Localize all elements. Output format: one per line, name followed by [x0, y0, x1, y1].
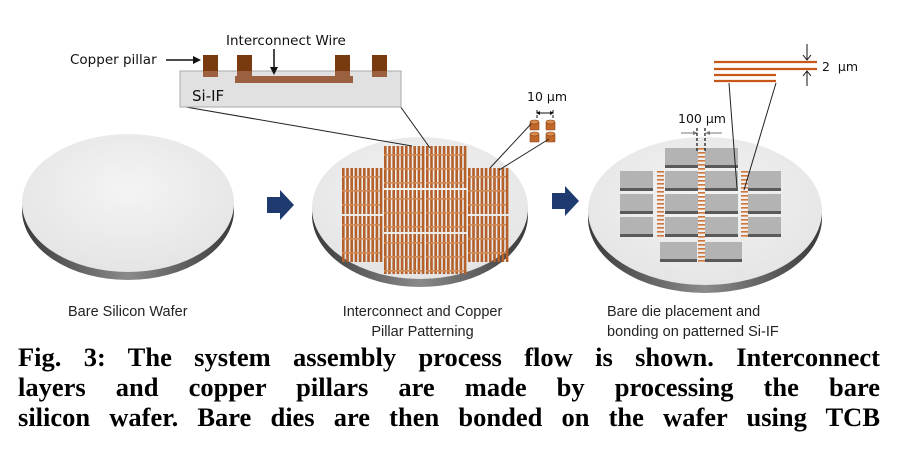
interconnect-strip [657, 171, 664, 237]
bare-die [620, 217, 653, 237]
wire-pitch-detail: 2 µm [714, 44, 858, 191]
stage-label-line: Interconnect and Copper [342, 304, 503, 320]
interconnect-wire-label: Interconnect Wire [226, 33, 346, 49]
interconnect-wire [235, 76, 353, 83]
stage-label-line: Bare die placement and [607, 304, 761, 320]
bare-die [665, 148, 698, 168]
si-if-label: Si-IF [192, 87, 224, 105]
wire-pitch-label: 2 µm [822, 59, 858, 74]
caption-line: layers and copper pillars are made by pr… [18, 372, 880, 402]
stage-label-line: Bare Silicon Wafer [68, 304, 188, 320]
pillar-detail: 10 µm [489, 89, 567, 171]
patterned-wafer [312, 137, 528, 287]
bare-die [620, 194, 653, 214]
bare-die [748, 171, 781, 191]
pillar-block [342, 216, 383, 262]
bare-die [665, 217, 698, 237]
callout-line [399, 105, 431, 149]
flow-arrow-icon [267, 190, 294, 220]
process-flow-diagram: Si-IF Copper pillar Interconnect Wire 10… [22, 33, 858, 293]
stage-label-bare-wafer: Bare Silicon Wafer [68, 302, 188, 322]
bare-die [660, 242, 697, 262]
pillar-block [384, 190, 425, 232]
bonded-wafer [588, 137, 822, 293]
pillar-block [426, 234, 467, 274]
callout-line [179, 105, 413, 147]
stage-label-patterning: Interconnect and Copper Pillar Patternin… [330, 302, 515, 342]
die-gap-label: 100 µm [678, 111, 726, 126]
caption-line: silicon wafer. Bare dies are then bonded… [18, 402, 880, 432]
caption-line: Fig. 3: The system assembly process flow… [18, 342, 880, 372]
bare-die [705, 242, 742, 262]
pillar-block [384, 146, 425, 188]
arrowhead-icon [193, 56, 201, 64]
bare-wafer [22, 134, 234, 280]
pillar-block [342, 168, 383, 214]
pillar-block [426, 146, 467, 188]
pillar-block [426, 190, 467, 232]
si-if-cross-section: Si-IF [179, 55, 402, 108]
interconnect-strip [698, 148, 705, 262]
bare-die [705, 171, 738, 191]
pillar-array [342, 146, 509, 274]
bare-die [620, 171, 653, 191]
pillar-block [468, 168, 509, 214]
die-gap-detail: 100 µm [678, 111, 726, 152]
bare-die [705, 148, 738, 168]
bare-die [665, 171, 698, 191]
bare-die [748, 194, 781, 214]
pillar-pitch-label: 10 µm [527, 89, 567, 104]
pillar-block [384, 234, 425, 274]
flow-arrow-icon [552, 186, 579, 216]
bare-die [748, 217, 781, 237]
pillar-block [468, 216, 509, 262]
arrowhead-icon [270, 67, 278, 75]
bare-die [705, 217, 738, 237]
stage-label-line: bonding on patterned Si-IF [607, 324, 779, 340]
stage-label-line: Pillar Patterning [371, 324, 474, 340]
die-array [620, 148, 781, 262]
bare-die [665, 194, 698, 214]
stage-label-die-bonding: Bare die placement and bonding on patter… [607, 302, 779, 342]
figure-caption: Fig. 3: The system assembly process flow… [18, 342, 880, 432]
copper-pillar-label: Copper pillar [70, 52, 157, 68]
bare-die [705, 194, 738, 214]
